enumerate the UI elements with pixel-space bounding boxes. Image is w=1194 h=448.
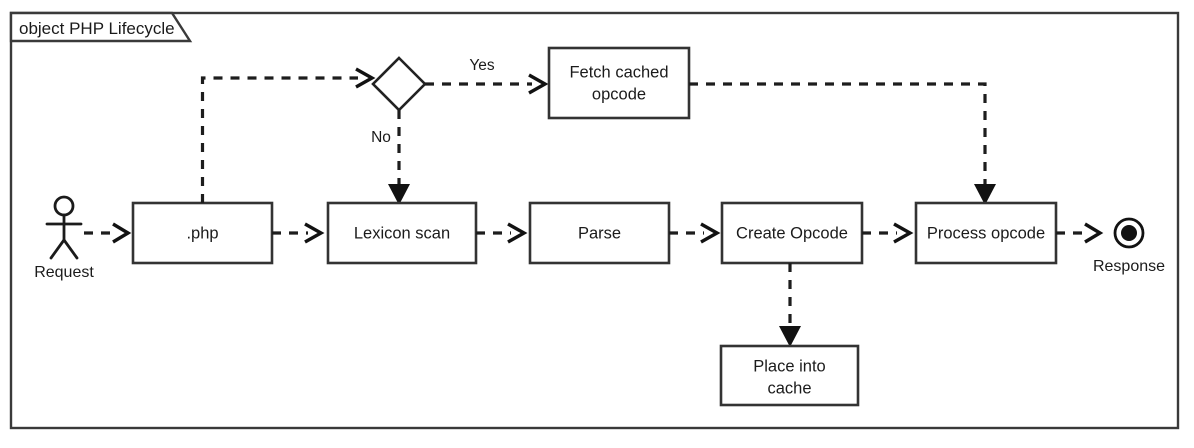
edge-label-yes: Yes <box>469 57 495 74</box>
node-response-final: Response <box>1093 217 1165 275</box>
node-fetch-cached-opcode-box[interactable] <box>547 46 691 120</box>
frame-title-label: object PHP Lifecycle <box>19 19 175 38</box>
edge-process-opcode-to-response <box>1056 222 1104 244</box>
actor-leg-right-icon <box>62 238 79 260</box>
edge-label-no: No <box>371 129 391 146</box>
arrowhead-solid-icon <box>974 184 996 205</box>
node-php-label: .php <box>186 224 218 242</box>
node-lexicon-scan-box[interactable] <box>326 201 478 265</box>
node-place-into-cache-label-line2: cache <box>767 379 811 397</box>
node-place-into-cache-box[interactable] <box>719 344 860 407</box>
edge-php-to-lexicon-scan <box>272 222 325 244</box>
node-place-into-cache[interactable]: Place into cache <box>719 344 860 407</box>
node-parse-label: Parse <box>578 224 621 242</box>
arrowhead-open-icon <box>1084 222 1104 244</box>
actor-leg-left-icon <box>49 238 66 260</box>
edge-create-opcode-to-place-into-cache <box>779 263 801 347</box>
edge-parse-to-create-opcode <box>669 222 721 244</box>
frame-title-tab <box>9 11 193 43</box>
node-process-opcode-label: Process opcode <box>927 224 1045 242</box>
node-parse-box[interactable] <box>528 201 671 265</box>
arrowhead-open-icon <box>700 222 721 244</box>
node-lexicon-scan-label: Lexicon scan <box>354 224 450 242</box>
node-create-opcode-box[interactable] <box>720 201 864 265</box>
edge-line <box>200 76 358 203</box>
node-place-into-cache-label-line1: Place into <box>753 357 825 375</box>
edge-line <box>689 82 987 186</box>
node-fetch-cached-opcode[interactable]: Fetch cached opcode <box>547 46 691 120</box>
frame-border <box>9 11 1180 430</box>
node-process-opcode[interactable]: Process opcode <box>914 201 1058 265</box>
arrowhead-open-icon <box>507 222 528 244</box>
node-parse[interactable]: Parse <box>528 201 671 265</box>
edge-lexicon-scan-to-parse <box>476 222 528 244</box>
actor-head-icon <box>53 195 75 217</box>
edge-decision-yes: Yes <box>425 57 549 95</box>
arrowhead-open-icon <box>528 73 549 95</box>
arrowhead-open-icon <box>893 222 914 244</box>
edge-fetch-cached-to-process-opcode <box>689 82 996 205</box>
node-fetch-cached-opcode-label-line2: opcode <box>592 85 646 103</box>
arrowhead-solid-icon <box>779 326 801 347</box>
node-decision-diamond[interactable] <box>371 56 427 112</box>
arrowhead-open-icon <box>304 222 325 244</box>
node-response-label: Response <box>1093 258 1165 275</box>
arrowhead-open-icon <box>355 67 376 89</box>
node-create-opcode[interactable]: Create Opcode <box>720 201 864 265</box>
node-lexicon-scan[interactable]: Lexicon scan <box>326 201 478 265</box>
node-create-opcode-label: Create Opcode <box>736 224 848 242</box>
arrowhead-open-icon <box>112 222 132 244</box>
node-fetch-cached-opcode-label-line1: Fetch cached <box>569 63 668 81</box>
edge-create-opcode-to-process-opcode <box>862 222 914 244</box>
edge-decision-no: No <box>371 110 410 205</box>
edge-request-to-php <box>84 222 132 244</box>
actor-label: Request <box>34 264 94 281</box>
actor-request: Request <box>34 195 94 281</box>
node-php[interactable]: .php <box>131 201 274 265</box>
final-node-dot-icon <box>1121 225 1137 241</box>
edge-php-to-decision <box>200 67 376 203</box>
arrowhead-solid-icon <box>388 184 410 205</box>
